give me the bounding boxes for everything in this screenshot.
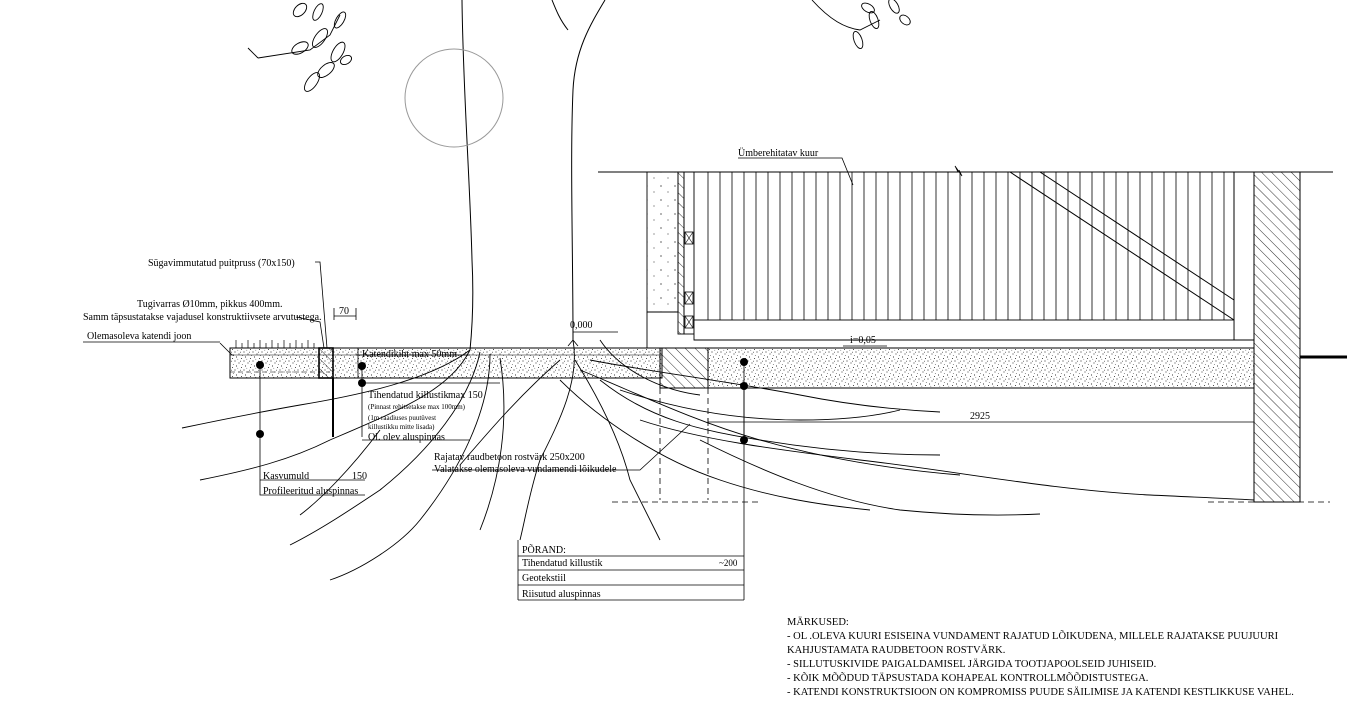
topsoil-ruler [235,340,315,348]
dim-70-label: 70 [339,306,349,317]
grade-beam-note: Valatakse olemasoleva vundamendi lõikude… [434,464,617,475]
shed-label: Ümberehitatav kuur [738,147,819,159]
note-line: - SILLUTUSKIVIDE PAIGALDAMISEL JÄRGIDA T… [787,659,1157,670]
floor-layers-table [517,540,744,601]
note-line: KAHJUSTAMATA RAUDBETOON ROSTVÄRK. [787,645,1006,656]
node-dot [740,436,748,444]
topsoil-value: 150 [352,471,367,482]
node-dot [740,382,748,390]
node-dot [358,362,366,370]
floor-row-name: Riisutud aluspinnas [522,589,601,600]
crushed-stone-label: Tihendatud killustik [368,390,448,401]
tree-crown-circle [404,48,504,148]
note-line: - KÕIK MÕÕDUD TÄPSUSTADA KOHAPEAL KONTRO… [787,673,1149,684]
floor-table-title: PÕRAND: [522,544,566,556]
pavement-gravel-left [229,347,663,379]
crushed-note-2: (1m raadiuses puutüvest [368,414,436,422]
node-dot [358,379,366,387]
crushed-note-3: killustikku mitte lisada) [368,423,435,431]
support-rod-note: Samm täpsustatakse vajadusel konstruktii… [83,312,322,323]
notes-block: MÄRKUSED: - OL .OLEVA KUURI ESISEINA VUN… [787,616,1294,700]
crushed-note-1: (Pinnast rehitsetakse max 100mm) [368,403,466,411]
existing-base-label: Ol. olev aluspinnas [368,432,445,443]
note-line: - KATENDI KONSTRUKTSIOON ON KOMPROMISS P… [787,687,1294,698]
tree-leaves [247,0,911,92]
leader-lines [83,157,887,600]
notes-title: MÄRKUSED: [787,617,849,628]
topsoil-label: Kasvumuld [263,471,309,482]
floor-row-value: ~200 [719,558,738,568]
grade-beam-label: Rajatav raudbetoon rostvärk 250x200 [434,452,585,463]
existing-line-label: Olemasoleva katendi joon [87,331,191,342]
node-dot [740,358,748,366]
node-dot [256,430,264,438]
floor-row-name: Tihendatud killustik [522,558,602,569]
node-dot [256,361,264,369]
floor-row-name: Geotekstiil [522,573,566,584]
level-label: 0,000 [570,320,593,331]
support-rod-label: Tugivarras Ø10mm, pikkus 400mm. [137,299,282,310]
slope-label: i=0,05 [850,335,876,346]
grade-beam [659,347,709,389]
surface-layer-label: Katendikiht max 50mm [362,349,457,360]
shed-floor-gravel [707,347,1255,389]
crushed-stone-max: max 150 [448,390,483,401]
tree-trunk [461,0,606,351]
shed-section [598,165,1347,503]
dim-2925-label: 2925 [970,411,990,422]
tree-roots [181,339,1255,581]
note-line: - OL .OLEVA KUURI ESISEINA VUNDAMENT RAJ… [787,631,1279,642]
wood-beam-label: Sügavimmutatud puitpruss (70x150) [148,258,295,269]
profiled-base-label: Profileeritud aluspinnas [263,486,358,497]
timber-beam [318,347,334,379]
